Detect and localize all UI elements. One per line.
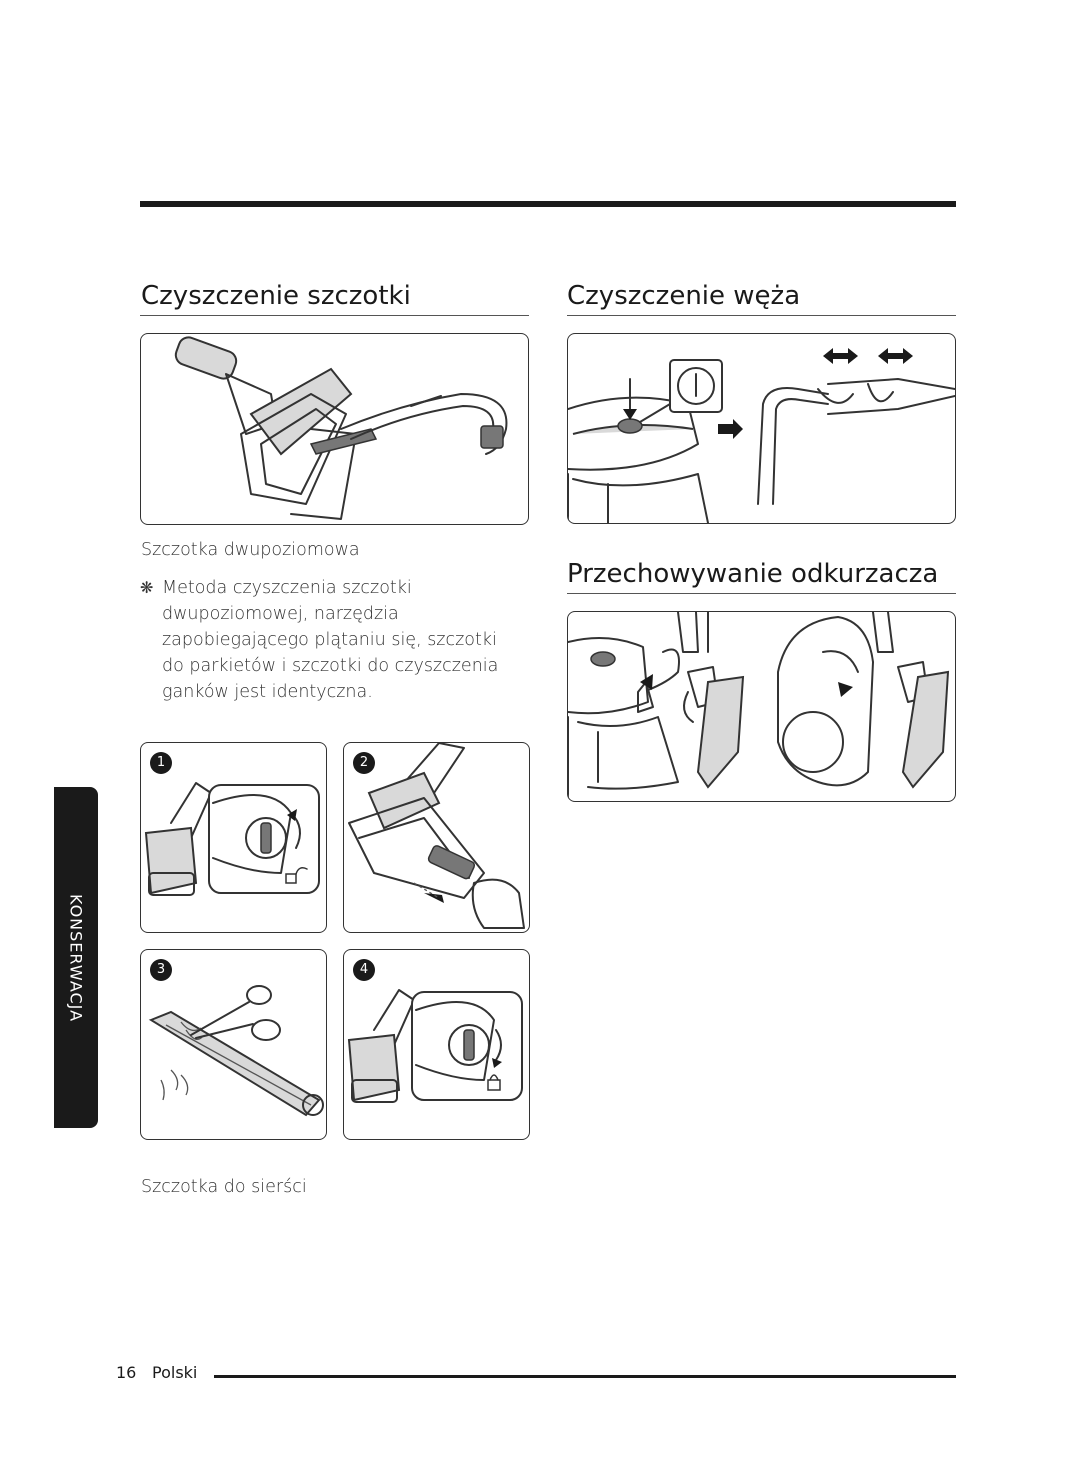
- note-line: Metoda czyszczenia szczotki: [162, 578, 412, 598]
- lock-icon: [487, 1074, 501, 1091]
- section-rule: [567, 315, 956, 316]
- note-line: ganków jest identyczna.: [162, 682, 373, 702]
- note-line: dwupoziomowej, narzędzia: [162, 604, 399, 624]
- note-line: do parkietów i szczotki do czyszczenia: [162, 656, 499, 676]
- power-button-icon: [677, 367, 715, 405]
- note-text: Metoda czyszczenia szczotki dwupoziomowe…: [162, 575, 498, 705]
- side-tab-label: KONSERWACJA: [66, 893, 86, 1022]
- step-1-figure: 1: [140, 742, 327, 933]
- step-2-figure: 2: [343, 742, 530, 933]
- top-rule: [140, 201, 956, 207]
- hose-cleaning-illustration: [567, 333, 956, 524]
- caption-pet-brush: Szczotka do sierści: [141, 1177, 307, 1197]
- step-number: 4: [353, 959, 375, 981]
- section-title-storage: Przechowywanie odkurzacza: [567, 559, 939, 589]
- storage-illustration: [567, 611, 956, 802]
- section-title-brush-cleaning: Czyszczenie szczotki: [141, 281, 411, 311]
- section-title-hose-cleaning: Czyszczenie węża: [567, 281, 801, 311]
- step-3-figure: 3: [140, 949, 327, 1140]
- note-line: zapobiegającego plątaniu się, szczotki: [162, 630, 497, 650]
- footer-rule: [214, 1375, 956, 1378]
- caption-two-level-brush: Szczotka dwupoziomowa: [141, 540, 360, 560]
- unlock-icon: [285, 867, 308, 884]
- page-number: 16: [116, 1363, 137, 1382]
- step-number: 1: [150, 752, 172, 774]
- asterisk-note-icon: ❋: [140, 578, 154, 597]
- side-tab: KONSERWACJA: [54, 787, 98, 1128]
- section-rule: [140, 315, 529, 316]
- section-rule: [567, 593, 956, 594]
- brush-cleaning-illustration: [140, 333, 529, 525]
- scissors-icon: [190, 985, 281, 1041]
- step-4-figure: 4: [343, 949, 530, 1140]
- step-number: 3: [150, 959, 172, 981]
- footer-language: Polski: [152, 1363, 198, 1382]
- step-number: 2: [353, 752, 375, 774]
